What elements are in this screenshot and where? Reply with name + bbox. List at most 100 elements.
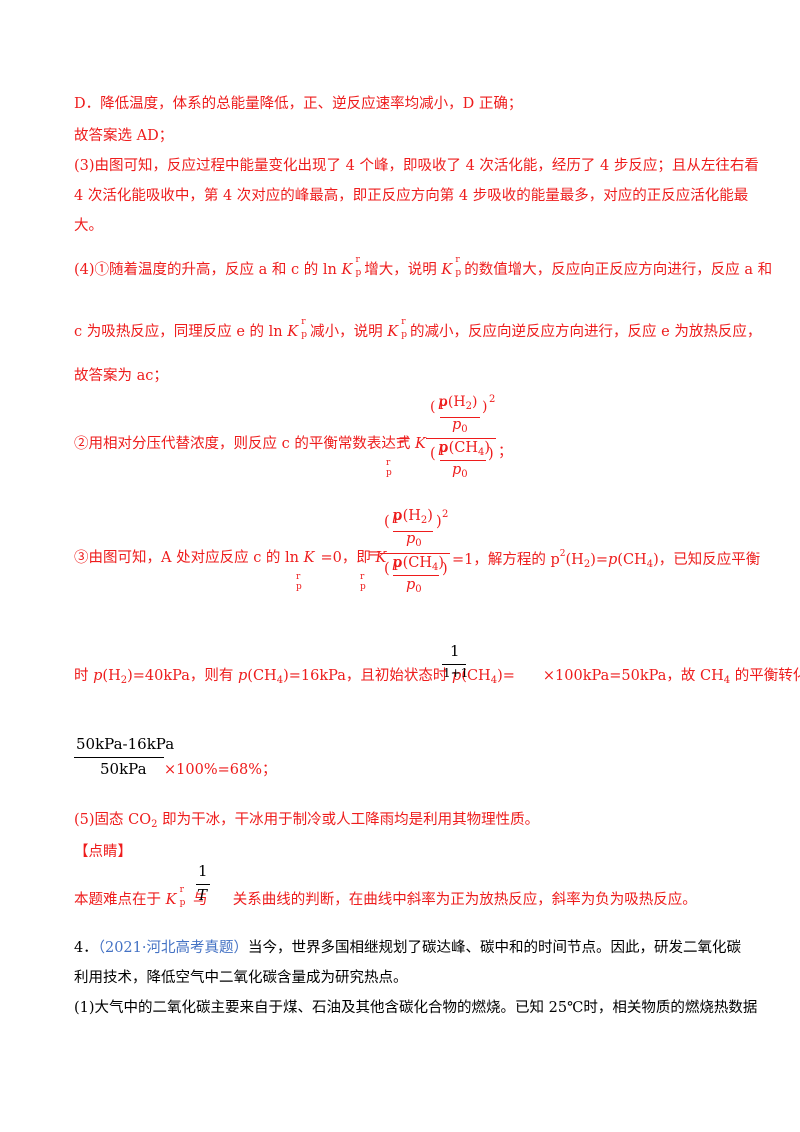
conv-tail: ×100%=68%； xyxy=(164,758,276,779)
num-open: ( xyxy=(430,399,436,415)
part4-solve-line: ③由图可知，A 处对应反应 c 的 ln K=0，即 K xyxy=(74,548,386,568)
kp-sub-r: r xyxy=(386,458,390,468)
text: 0 xyxy=(415,584,422,595)
k-letter: K xyxy=(441,262,453,278)
text: T xyxy=(197,886,208,904)
num-p0: p0 xyxy=(452,417,468,435)
conv-bar xyxy=(74,757,164,758)
text: 故答案为 ac； xyxy=(74,368,168,384)
num-open: ( xyxy=(384,514,390,530)
inv-t-bar xyxy=(196,884,210,885)
text: )=16kPa，且初始状态时 xyxy=(283,668,452,684)
text: 1 xyxy=(198,862,208,880)
text: 0 xyxy=(461,469,468,480)
pressure-line: 时 p(H2)=40kPa，则有 p(CH4)=16kPa，且初始状态时 p(C… xyxy=(74,666,800,691)
text: 50kPa-16kPa xyxy=(76,735,175,753)
text: 减小，说明 xyxy=(310,324,388,340)
k-letter: K xyxy=(341,262,353,278)
text: 2 xyxy=(465,401,472,412)
text: )，已知反应平衡 xyxy=(653,552,761,568)
text: (H xyxy=(565,552,584,568)
text: 1 xyxy=(450,642,460,660)
text: =1，解方程的 p xyxy=(452,552,560,568)
k-letter: K xyxy=(287,324,299,340)
frac-num: 1 xyxy=(450,642,460,660)
text: = xyxy=(398,432,411,448)
question4-line3: (1)大气中的二氧化碳主要来自于煤、石油及其他含碳化合物的燃烧。已知 25℃时，… xyxy=(74,998,757,1018)
inner-bar2 xyxy=(440,460,486,461)
text: 4 xyxy=(723,675,731,686)
text: 2 xyxy=(151,819,158,830)
inv-t-num: 1 xyxy=(198,862,208,880)
text: 4 xyxy=(477,447,485,458)
text: (CH xyxy=(617,552,647,568)
num-p0: p0 xyxy=(406,531,422,549)
text: 的减小，反应向逆反应方向进行，反应 e 为放热反应， xyxy=(410,324,762,340)
text: 2 xyxy=(489,394,496,405)
text: p xyxy=(452,462,462,478)
k-p: p xyxy=(455,268,462,278)
inv-t-den: T xyxy=(197,886,207,904)
k-r: r xyxy=(296,572,301,582)
text: )= xyxy=(590,552,608,568)
text: (3)由图可知，反应过程中能量变化出现了 4 个峰，即吸收了 4 次活化能，经历… xyxy=(74,158,759,174)
conv-num: 50kPa-16kPa xyxy=(76,735,174,753)
den-top: pp(CH4) xyxy=(438,440,490,458)
text: p(H xyxy=(393,508,421,524)
text: =0，即 xyxy=(320,550,376,566)
solve-tail: =1，解方程的 p2(H2)=p(CH4)，已知反应平衡 xyxy=(452,548,760,570)
text: p xyxy=(452,417,462,433)
text: 4 xyxy=(431,562,439,573)
text: ) xyxy=(484,440,491,456)
answer-line: 故答案选 AD； xyxy=(74,126,173,146)
k-p: p xyxy=(360,582,366,592)
text: 故答案选 AD； xyxy=(74,128,174,144)
k-r: r xyxy=(301,317,306,327)
k-r: r xyxy=(355,255,360,265)
num-top: pp(H2) xyxy=(438,394,477,412)
inner-bar2 xyxy=(393,575,439,576)
text: p xyxy=(238,668,248,684)
text: 4 次活化能吸收中，第 4 次对应的峰最高，即正反应方向第 4 步吸收的能量最多… xyxy=(74,188,749,204)
text: ) xyxy=(438,555,445,571)
k-p: p xyxy=(355,268,362,278)
conv-den: 50kPa xyxy=(100,760,147,778)
k-p: p xyxy=(296,582,302,592)
part5-line: (5)固态 CO2 即为干冰，干冰用于制冷或人工降雨均是利用其物理性质。 xyxy=(74,810,539,835)
text: 2 xyxy=(420,515,428,526)
den-p0: p0 xyxy=(452,462,468,480)
text: 4 xyxy=(490,675,498,686)
den-open: ( xyxy=(430,446,436,462)
k-letter: K xyxy=(165,892,177,908)
num-top: pp(H2) xyxy=(392,508,433,526)
text: 2 xyxy=(120,675,128,686)
text: (4)①随着温度的升高，反应 a 和 c 的 ln xyxy=(74,262,342,278)
den-close: ) xyxy=(442,561,448,577)
text: (1)大气中的二氧化碳主要来自于煤、石油及其他含碳化合物的燃烧。已知 25℃时，… xyxy=(74,1000,758,1016)
frac-bar xyxy=(442,664,466,665)
text: ) xyxy=(427,508,433,524)
text: ③由图可知，A 处对应反应 c 的 ln xyxy=(74,550,304,566)
question4-line2: 利用技术，降低空气中二氧化碳含量成为研究热点。 xyxy=(74,968,408,988)
semicolon: ； xyxy=(498,440,513,461)
text: p xyxy=(438,394,447,410)
text: p xyxy=(392,555,402,571)
den-p0: p0 xyxy=(406,577,422,595)
text: ×100%=68%； xyxy=(164,762,277,778)
part3-line2: 4 次活化能吸收中，第 4 次对应的峰最高，即正反应方向第 4 步吸收的能量最多… xyxy=(74,186,748,206)
main-bar xyxy=(426,438,496,439)
text: 1+1 xyxy=(443,666,469,680)
text: 与 xyxy=(188,892,213,908)
part4-answer: 故答案为 ac； xyxy=(74,366,168,386)
kp-sub-r: r xyxy=(296,572,300,582)
text: D．降低温度，体系的总能量降低，正、逆反应速率均减小，D 正确； xyxy=(74,96,523,112)
main-bar xyxy=(380,553,450,554)
text: 的平衡转化率为 xyxy=(734,668,800,684)
text: 关系曲线的判断，在曲线中斜率为正为放热反应，斜率为负为吸热反应。 xyxy=(228,892,697,908)
k-letter: K xyxy=(414,436,426,452)
